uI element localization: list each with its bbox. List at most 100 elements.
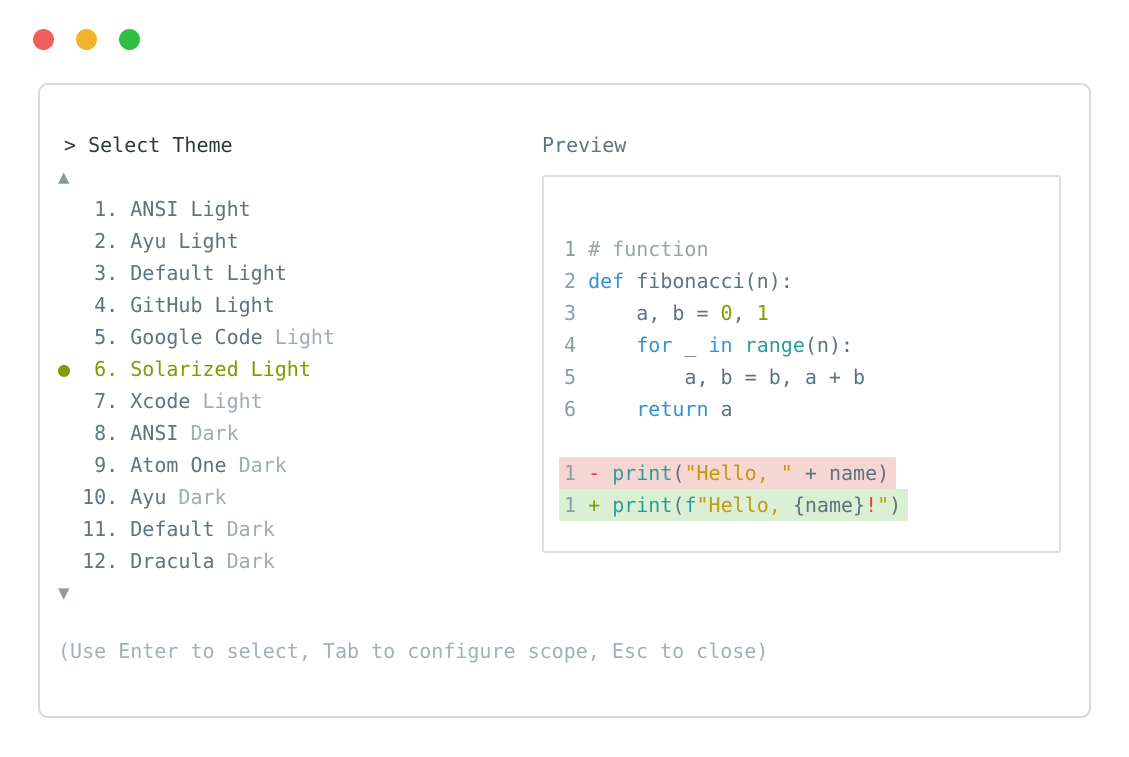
code-token-base: _ (672, 333, 709, 357)
theme-item-label: 12. Dracula (82, 549, 215, 573)
code-token-num: 1 (756, 301, 769, 325)
code-token-base (588, 397, 636, 421)
theme-item-variant-label: Light (262, 325, 335, 349)
code-token-base: ( (672, 493, 685, 517)
theme-item-variant-label: Dark (166, 485, 227, 509)
code-token-num: + (588, 493, 613, 517)
theme-item-label: 4. GitHub Light (82, 293, 275, 317)
theme-list-item[interactable]: 10. Ayu Dark (58, 481, 542, 513)
theme-item-label: 3. Default Light (82, 261, 287, 285)
bullet-placeholder (58, 485, 82, 509)
code-token-ln: 5 (564, 365, 589, 389)
code-token-base: a, b = b, a + b (588, 365, 866, 389)
code-token-base: , (732, 301, 757, 325)
theme-list-item[interactable]: 8. ANSI Dark (58, 417, 542, 449)
code-line: 3 a, b = 0, 1 (564, 297, 1039, 329)
theme-item-variant-label: Dark (178, 421, 239, 445)
close-button-icon[interactable] (33, 29, 54, 50)
bullet-placeholder (58, 389, 82, 413)
code-token-str: "Hello, " (684, 461, 793, 485)
diff-removed-line: 1 - print("Hello, " + name) (559, 457, 897, 489)
code-token-red: - (588, 461, 613, 485)
theme-list-item[interactable]: 4. GitHub Light (58, 289, 542, 321)
theme-item-label: 9. Atom One (82, 453, 227, 477)
keyboard-hint-text: (Use Enter to select, Tab to configure s… (58, 639, 769, 663)
code-token-num: 0 (720, 301, 733, 325)
code-token-base (588, 333, 636, 357)
zoom-button-icon[interactable] (119, 29, 140, 50)
scroll-down-arrow-icon[interactable]: ▼ (58, 582, 70, 604)
code-line: 4 for _ in range(n): (564, 329, 1039, 361)
code-token-ln: 1 (564, 461, 589, 485)
code-token-fn: f (684, 493, 697, 517)
theme-item-variant-label: Dark (214, 517, 275, 541)
theme-list-item[interactable]: 2. Ayu Light (58, 225, 542, 257)
code-token-kw: return (636, 397, 709, 421)
code-token-fn: print (612, 461, 673, 485)
theme-list-item[interactable]: 5. Google Code Light (58, 321, 542, 353)
theme-item-label: 2. Ayu Light (82, 229, 239, 253)
bullet-placeholder (58, 261, 82, 285)
select-theme-prompt: > Select Theme (64, 133, 233, 157)
code-token-ln: 6 (564, 397, 589, 421)
theme-item-label: 10. Ayu (82, 485, 167, 509)
theme-item-label: 5. Google Code (82, 325, 263, 349)
code-token-ln: 3 (564, 301, 589, 325)
code-line: 1 # function (564, 233, 1039, 265)
theme-list-item[interactable]: 3. Default Light (58, 257, 542, 289)
code-token-ln: 1 (564, 493, 589, 517)
theme-item-label: 11. Default (82, 517, 215, 541)
selected-bullet-icon: ● (58, 357, 83, 381)
code-token-kw: for (636, 333, 673, 357)
code-line: 5 a, b = b, a + b (564, 361, 1039, 393)
theme-item-variant-label: Light (190, 389, 263, 413)
bullet-placeholder (58, 293, 82, 317)
preview-label: Preview (542, 133, 627, 157)
bullet-placeholder (58, 229, 82, 253)
code-token-kw: def (588, 269, 625, 293)
theme-list-item[interactable]: ● 6. Solarized Light (58, 353, 542, 385)
theme-item-variant-label: Dark (226, 453, 287, 477)
theme-item-label: 6. Solarized Light (82, 357, 311, 381)
window-controls (33, 29, 140, 50)
theme-list: 1. ANSI Light 2. Ayu Light 3. Default Li… (58, 193, 542, 577)
code-token-base: a (708, 397, 733, 421)
minimize-button-icon[interactable] (76, 29, 97, 50)
theme-list-column: > Select Theme ▲ 1. ANSI Light 2. Ayu Li… (58, 129, 769, 667)
code-token-ln: 4 (564, 333, 589, 357)
bullet-placeholder (58, 517, 82, 541)
code-token-fn: range (744, 333, 805, 357)
bullet-placeholder (58, 197, 82, 221)
code-token-base: (n): (804, 333, 854, 357)
bullet-placeholder (58, 549, 82, 573)
code-token-str: " (877, 493, 890, 517)
code-token-str: "Hello, (696, 493, 793, 517)
code-token-base: a, b = (588, 301, 721, 325)
theme-list-item[interactable]: 11. Default Dark (58, 513, 542, 545)
code-token-red: ! (865, 493, 878, 517)
theme-list-item[interactable]: 1. ANSI Light (58, 193, 542, 225)
theme-item-label: 8. ANSI (82, 421, 179, 445)
theme-item-label: 1. ANSI Light (82, 197, 251, 221)
code-token-ln: 1 (564, 237, 589, 261)
code-line: 2 def fibonacci(n): (564, 265, 1039, 297)
theme-item-label: 7. Xcode (82, 389, 191, 413)
scroll-up-arrow-icon[interactable]: ▲ (58, 166, 70, 188)
theme-item-variant-label: Dark (214, 549, 275, 573)
code-token-base: ( (672, 461, 685, 485)
theme-list-item[interactable]: 12. Dracula Dark (58, 545, 542, 577)
theme-selector-window: > Select Theme ▲ 1. ANSI Light 2. Ayu Li… (38, 83, 1091, 718)
theme-list-item[interactable]: 7. Xcode Light (58, 385, 542, 417)
code-token-comment: # function (588, 237, 709, 261)
code-token-ln: 2 (564, 269, 589, 293)
bullet-placeholder (58, 421, 82, 445)
code-line: 6 return a (564, 393, 1039, 425)
bullet-placeholder (58, 453, 82, 477)
code-token-base: + name) (792, 461, 890, 485)
code-token-base: fibonacci(n): (624, 269, 793, 293)
code-token-base: ) (889, 493, 902, 517)
code-token-base: {name} (792, 493, 866, 517)
theme-list-item[interactable]: 9. Atom One Dark (58, 449, 542, 481)
